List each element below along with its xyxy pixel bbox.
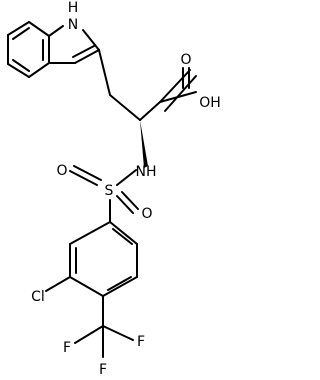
- carboxyl-oxygen-label: O: [180, 52, 191, 68]
- indole-nitrogen-label: N: [68, 17, 78, 33]
- chemical-structure-diagram: H N O OH NH O S O Cl F F F: [7, 0, 221, 378]
- fluorine-left-label: F: [63, 340, 71, 356]
- fluorine-bottom-label: F: [99, 362, 107, 378]
- carboxyl-hydroxyl-label: OH: [199, 95, 221, 111]
- chlorine-label: Cl: [31, 289, 45, 305]
- amide-nh-label: NH: [136, 164, 157, 180]
- sulfur-label: S: [105, 183, 114, 199]
- indole-benzene-ring: [7, 21, 50, 78]
- sulfonyl-bonds: [69, 165, 139, 223]
- carboxylic-acid-bonds: [139, 67, 190, 121]
- stereo-wedge-bond: [140, 120, 148, 168]
- substituent-bonds: [45, 276, 134, 358]
- sulfonyl-oxygen-left-label: O: [56, 163, 67, 179]
- fluorine-top-label: F: [137, 334, 145, 350]
- indole-hydrogen-label: H: [68, 0, 79, 16]
- indole-pyrrole-ring: [48, 25, 100, 64]
- side-chain-bonds: [98, 49, 197, 121]
- aryl-ring: [69, 221, 138, 297]
- sulfonyl-oxygen-right-label: O: [141, 206, 152, 222]
